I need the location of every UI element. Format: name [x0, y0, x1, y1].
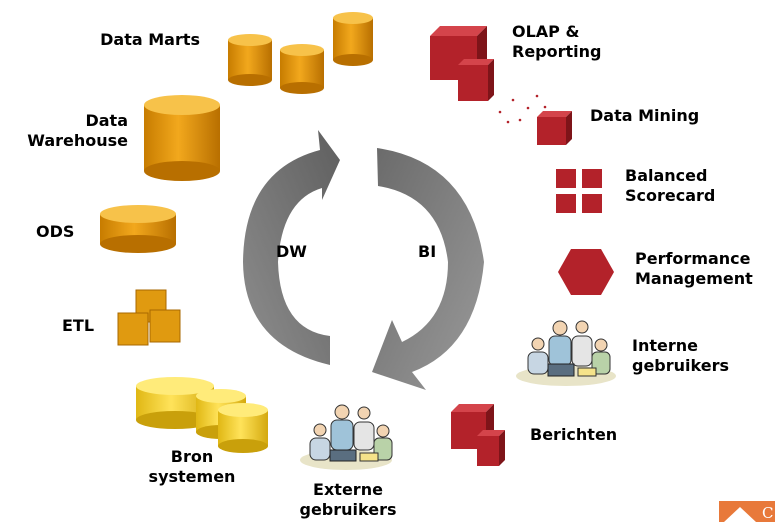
- label-interne-line1: Interne: [632, 336, 698, 355]
- label-olap-reporting: OLAP & Reporting: [512, 22, 601, 62]
- data-warehouse-icon: [144, 95, 220, 181]
- label-data-mining: Data Mining: [590, 106, 700, 125]
- label-externe-line1: Externe: [313, 480, 383, 499]
- label-performance-management: Performance Management: [635, 249, 753, 289]
- olap-reporting-icon: [430, 26, 494, 101]
- label-balanced-line2: Scorecard: [625, 186, 716, 205]
- dw-arrow: [243, 130, 340, 365]
- externe-gebruikers-icon: [300, 404, 393, 470]
- etl-icon: [117, 289, 181, 346]
- label-bron-systemen: Bron systemen: [140, 447, 244, 487]
- label-interne-line2: gebruikers: [632, 356, 729, 375]
- label-interne-gebruikers: Interne gebruikers: [632, 336, 729, 376]
- label-data-warehouse-line2: Warehouse: [27, 131, 128, 150]
- ods-icon: [100, 205, 176, 253]
- label-data-marts: Data Marts: [100, 30, 200, 49]
- logo-letter: C: [762, 504, 773, 522]
- berichten-icon: [451, 404, 505, 466]
- bi-arrow: [372, 148, 484, 390]
- label-externe-gebruikers: Externe gebruikers: [296, 480, 400, 520]
- label-performance-line1: Performance: [635, 249, 751, 268]
- label-data-warehouse-line1: Data: [85, 111, 128, 130]
- label-etl: ETL: [62, 316, 95, 335]
- label-bron-systemen-line2: systemen: [148, 467, 236, 486]
- label-balanced-scorecard: Balanced Scorecard: [625, 166, 715, 206]
- interne-gebruikers-icon: [516, 320, 616, 386]
- data-marts-icon: [228, 12, 373, 94]
- label-externe-line2: gebruikers: [299, 500, 397, 519]
- label-ods: ODS: [36, 222, 75, 241]
- performance-management-icon: [558, 249, 614, 295]
- label-olap-line1: OLAP &: [512, 22, 580, 41]
- label-bi: BI: [418, 242, 437, 261]
- logo: C: [719, 501, 775, 522]
- label-dw: DW: [276, 242, 307, 261]
- label-olap-line2: Reporting: [512, 42, 602, 61]
- data-mining-icon: [498, 94, 572, 145]
- label-bron-systemen-line1: Bron: [170, 447, 214, 466]
- label-balanced-line1: Balanced: [625, 166, 708, 185]
- bron-systemen-icon: [136, 377, 268, 453]
- balanced-scorecard-icon: [556, 169, 602, 213]
- label-data-warehouse: Data Warehouse: [0, 111, 128, 151]
- label-performance-line2: Management: [635, 269, 753, 288]
- label-berichten: Berichten: [530, 425, 618, 444]
